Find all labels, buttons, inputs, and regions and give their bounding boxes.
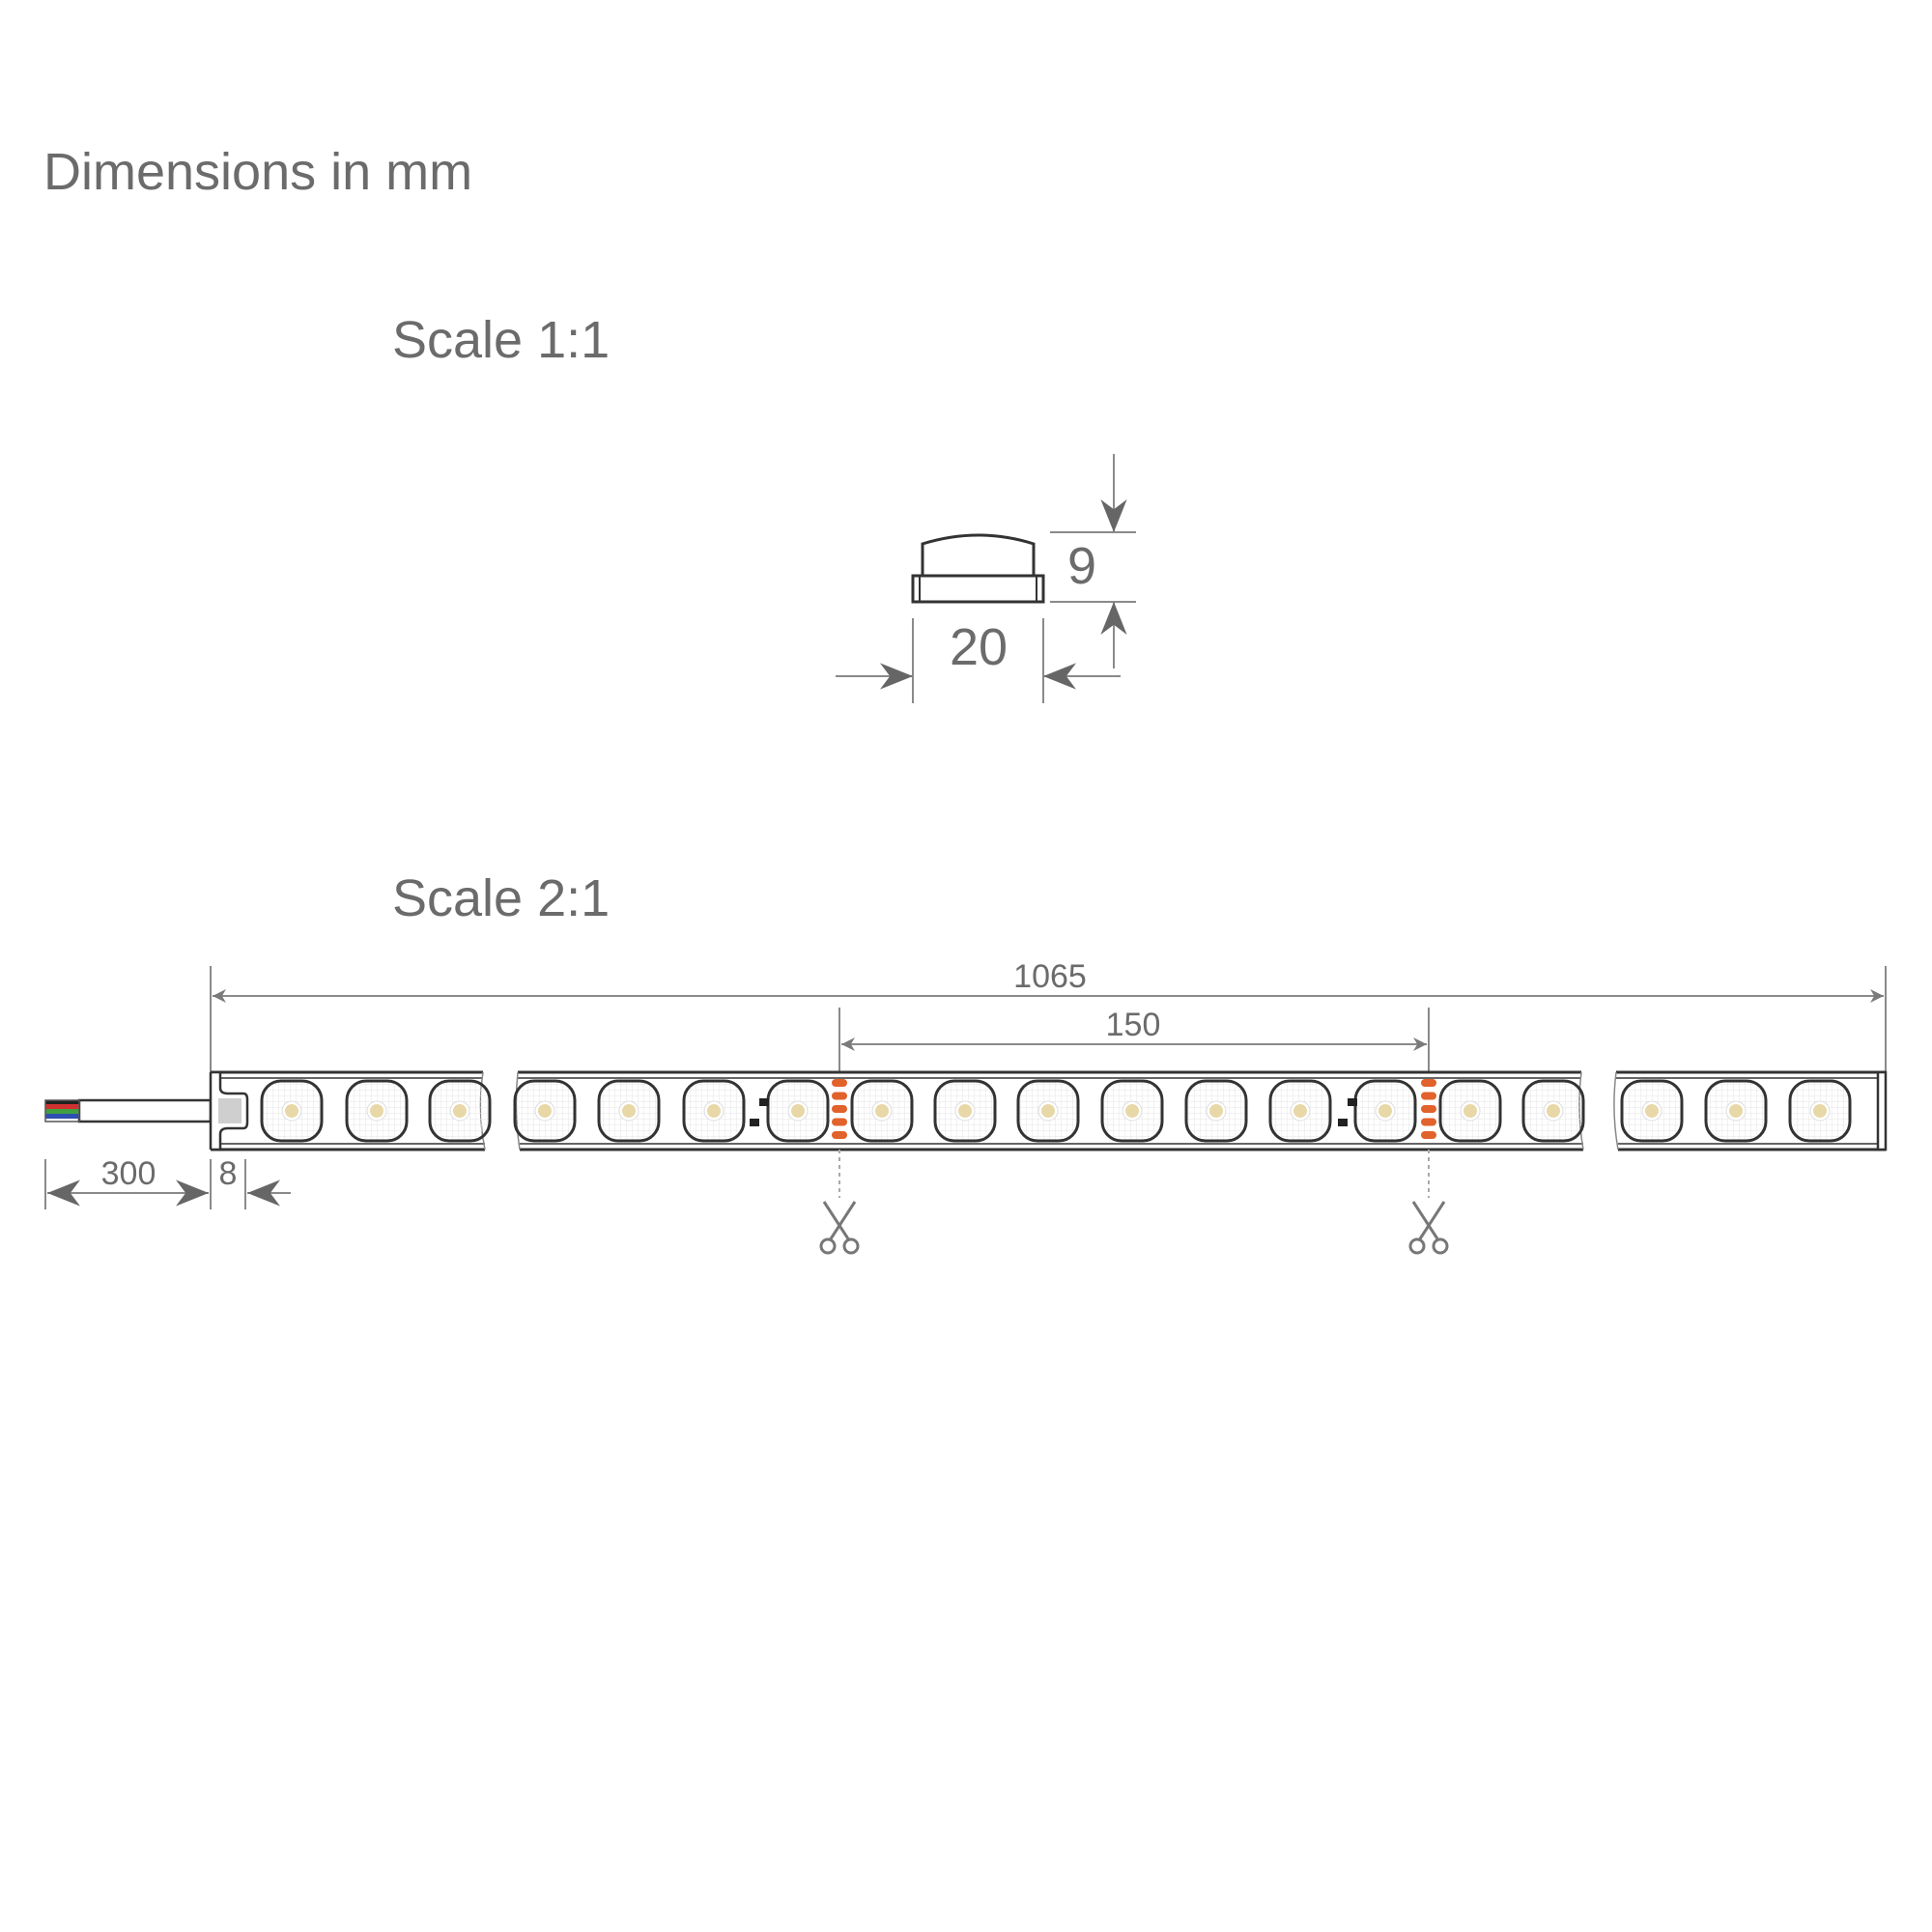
solder-pad — [1421, 1118, 1436, 1126]
resistor — [1338, 1098, 1357, 1126]
led — [1438, 1079, 1502, 1143]
width-value: 20 — [950, 618, 1008, 676]
height-value: 9 — [1067, 537, 1096, 595]
solder-pad — [832, 1092, 847, 1100]
led — [260, 1079, 324, 1143]
solder-pad — [832, 1131, 847, 1139]
led — [1016, 1079, 1080, 1143]
resistor — [750, 1098, 769, 1126]
led — [1100, 1079, 1164, 1143]
total-length-value: 1065 — [1013, 958, 1087, 995]
cut-point — [819, 1079, 860, 1255]
led — [1353, 1079, 1417, 1143]
cable-length-value: 300 — [101, 1155, 156, 1192]
power-cable — [44, 1098, 213, 1123]
led — [682, 1079, 746, 1143]
led-strip — [209, 1070, 1888, 1151]
solder-pad — [832, 1118, 847, 1126]
led — [1620, 1079, 1684, 1143]
solder-pad — [1421, 1092, 1436, 1100]
solder-pad — [832, 1105, 847, 1113]
led — [345, 1079, 409, 1143]
profile-cross-section — [911, 533, 1045, 604]
end-cap-value: 8 — [219, 1155, 238, 1192]
end-cap-left — [209, 1070, 249, 1151]
led — [1521, 1079, 1585, 1143]
led — [1184, 1079, 1248, 1143]
led-group — [260, 1079, 1852, 1143]
page-title: Dimensions in mm — [43, 143, 472, 201]
scissors-icon — [1408, 1201, 1449, 1255]
solder-pad — [1421, 1079, 1436, 1087]
led — [597, 1079, 661, 1143]
led — [1268, 1079, 1332, 1143]
scale-2-1-label: Scale 2:1 — [392, 869, 610, 927]
led — [850, 1079, 914, 1143]
cut-point — [1408, 1079, 1449, 1255]
width-dimension: 20 — [836, 618, 1121, 703]
led — [1788, 1079, 1852, 1143]
end-cap-dimension: 8 — [219, 1155, 291, 1209]
cut-interval-dimension: 150 — [838, 1007, 1430, 1072]
solder-pad — [1421, 1131, 1436, 1139]
led — [933, 1079, 997, 1143]
scissors-icon — [819, 1201, 860, 1255]
led — [1704, 1079, 1768, 1143]
cable-length-dimension: 300 — [44, 1155, 212, 1209]
total-length-dimension: 1065 — [210, 958, 1887, 1072]
cut-interval-value: 150 — [1106, 1007, 1161, 1043]
height-dimension: 9 — [1050, 454, 1136, 668]
led — [766, 1079, 830, 1143]
led — [428, 1079, 492, 1143]
solder-pad — [832, 1079, 847, 1087]
scale-1-1-label: Scale 1:1 — [392, 311, 610, 369]
end-cap-right — [1876, 1070, 1888, 1151]
led — [513, 1079, 577, 1143]
solder-pad — [1421, 1105, 1436, 1113]
cut-points — [819, 1079, 1449, 1255]
